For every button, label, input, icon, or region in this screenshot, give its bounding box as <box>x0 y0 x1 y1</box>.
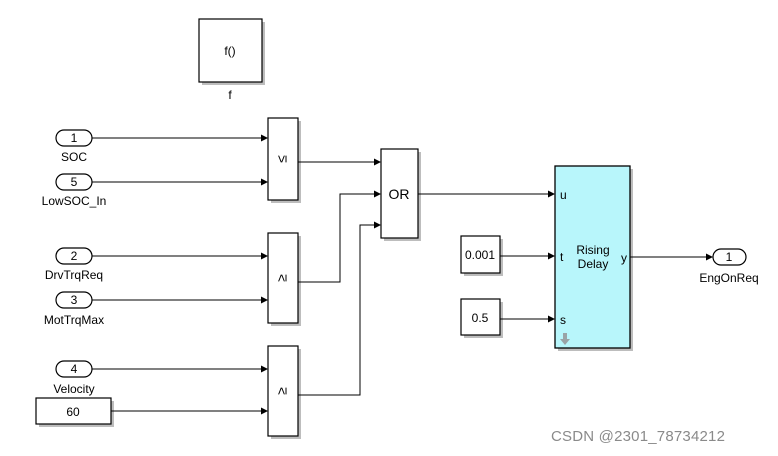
rising-delay-title-line1: Rising <box>576 243 609 257</box>
constant-rising-s-value: 0.5 <box>472 311 489 325</box>
outport-engonreq-label: EngOnReq <box>699 271 758 285</box>
arrow-head <box>374 190 381 198</box>
subsystem-arrow-icon <box>560 333 570 345</box>
inport-velocity[interactable]: 4 Velocity <box>53 360 95 396</box>
inport-drvtrqreq-label: DrvTrqReq <box>45 268 103 282</box>
relational-op-ge-torque-symbol: ≥ <box>274 274 290 282</box>
rising-delay-port-t: t <box>560 250 564 264</box>
signal-line <box>298 224 375 396</box>
arrow-head <box>261 178 268 186</box>
or-block-label: OR <box>389 186 410 202</box>
inport-mottrqmax-label: MotTrqMax <box>44 313 104 327</box>
arrow-head <box>548 190 555 198</box>
rising-delay-port-u: u <box>560 188 567 202</box>
signal-line <box>298 193 375 283</box>
arrow-head <box>548 252 555 260</box>
signal-lines <box>92 134 713 415</box>
inport-soc[interactable]: 1 SOC <box>55 129 93 164</box>
constant-rising-s[interactable]: 0.5 <box>460 298 503 338</box>
rising-delay-port-y: y <box>621 251 627 265</box>
inport-drvtrqreq-number: 2 <box>71 249 78 263</box>
relational-op-le[interactable]: ≤ <box>267 117 301 203</box>
rising-delay-subsystem[interactable]: Rising Delay u t s y <box>554 165 633 351</box>
relational-op-ge-velocity[interactable]: ≥ <box>267 345 301 439</box>
inport-soc-number: 1 <box>71 131 78 145</box>
rising-delay-title-line2: Delay <box>578 257 609 271</box>
relational-op-le-symbol: ≤ <box>274 155 290 163</box>
inport-mottrqmax[interactable]: 3 MotTrqMax <box>44 291 104 327</box>
function-block[interactable]: f() f <box>198 18 265 102</box>
relational-op-ge-velocity-symbol: ≥ <box>274 387 290 395</box>
constant-velocity-threshold[interactable]: 60 <box>35 397 114 427</box>
arrow-head <box>261 365 268 373</box>
outport-engonreq-number: 1 <box>726 250 733 264</box>
function-block-label: f <box>228 88 232 102</box>
arrow-head <box>261 134 268 142</box>
arrow-head <box>374 158 381 166</box>
arrow-head <box>261 296 268 304</box>
constant-velocity-threshold-value: 60 <box>66 405 80 419</box>
relational-op-ge-torque[interactable]: ≥ <box>267 232 301 326</box>
inport-lowsoc-in-label: LowSOC_In <box>42 194 107 208</box>
inport-lowsoc-in-number: 5 <box>71 175 78 189</box>
arrow-head <box>548 315 555 323</box>
inport-velocity-number: 4 <box>71 362 78 376</box>
or-block[interactable]: OR <box>380 148 421 241</box>
watermark-text: CSDN @2301_78734212 <box>551 428 726 445</box>
inport-drvtrqreq[interactable]: 2 DrvTrqReq <box>45 247 103 282</box>
inport-mottrqmax-number: 3 <box>71 293 78 307</box>
function-block-content: f() <box>224 44 235 58</box>
arrow-head <box>261 252 268 260</box>
outport-engonreq[interactable]: 1 EngOnReq <box>699 248 759 285</box>
arrow-head <box>374 221 381 229</box>
inport-soc-label: SOC <box>61 150 87 164</box>
arrow-head <box>261 407 268 415</box>
arrow-head <box>706 253 713 261</box>
constant-rising-t-value: 0.001 <box>465 248 495 262</box>
inport-velocity-label: Velocity <box>53 382 94 396</box>
inport-lowsoc-in[interactable]: 5 LowSOC_In <box>42 173 107 208</box>
rising-delay-port-s: s <box>560 313 566 327</box>
constant-rising-t[interactable]: 0.001 <box>460 235 503 276</box>
